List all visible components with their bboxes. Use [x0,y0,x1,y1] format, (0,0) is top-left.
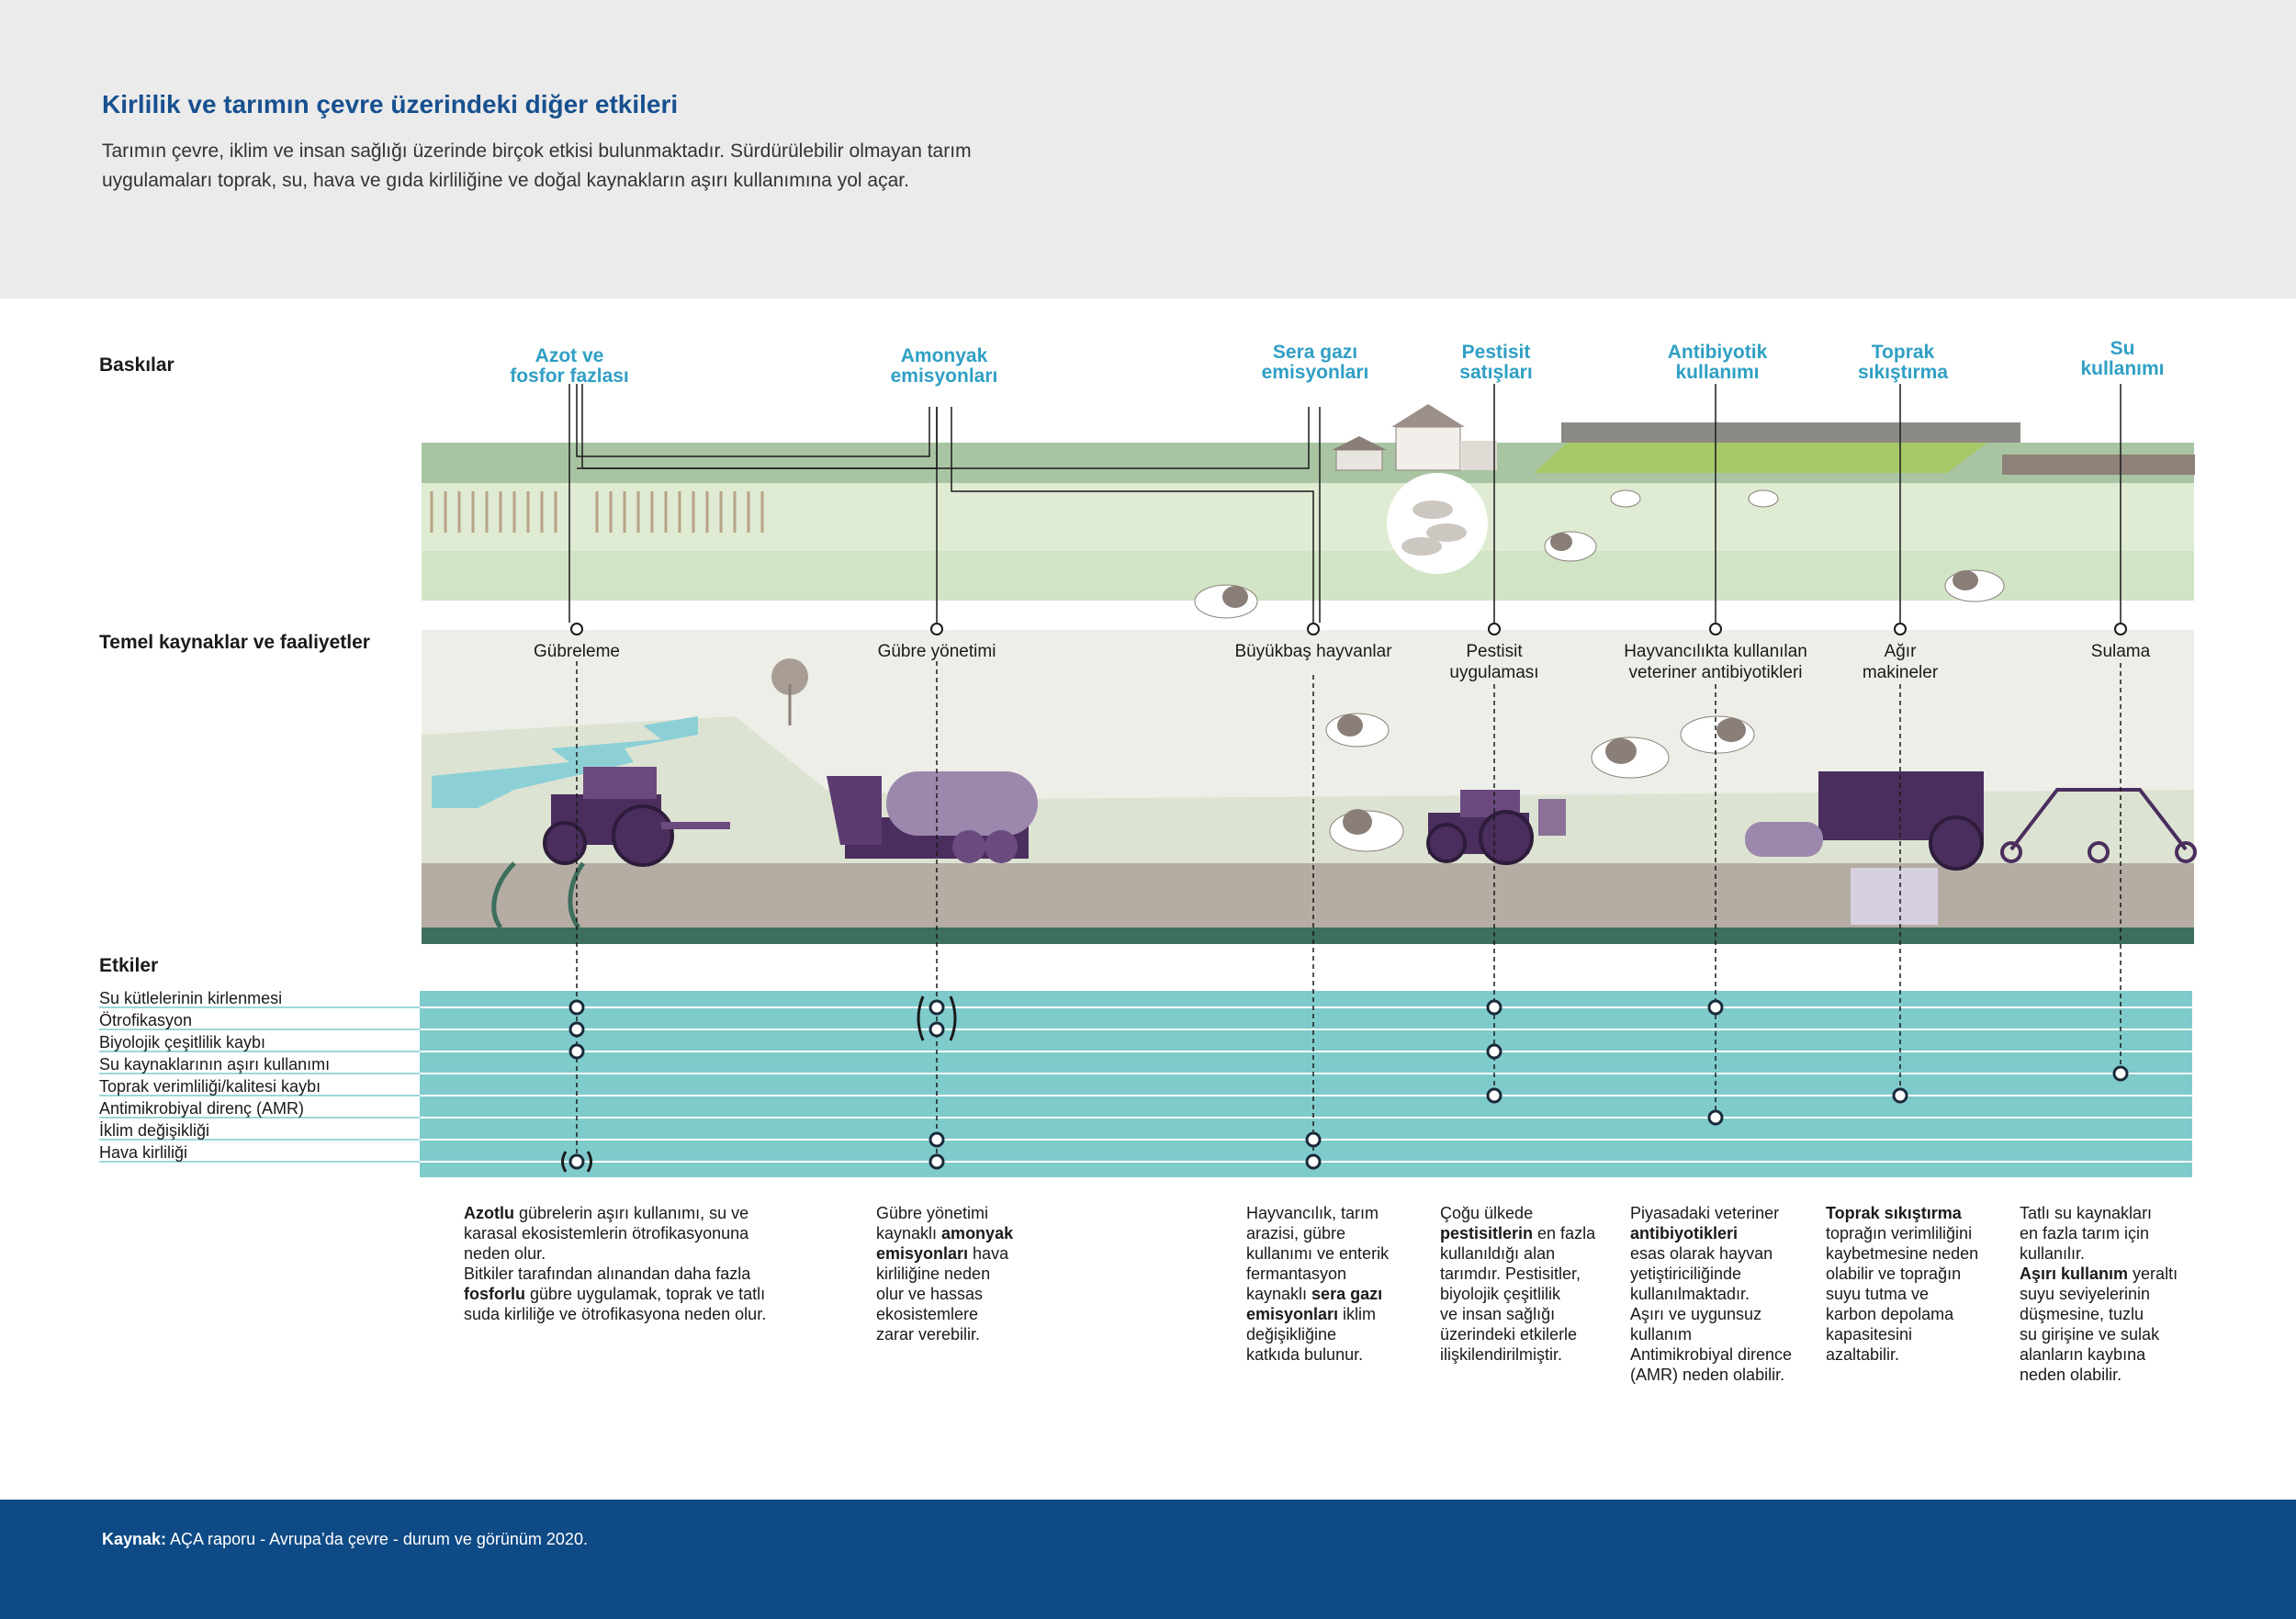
section-pressures: Baskılar [99,354,174,376]
description-water-use: Tatlı su kaynakları en fazla tarım için … [2020,1204,2178,1384]
grazing-cows-top [1194,489,2005,619]
activity-veterinary-antibiotics: Hayvancılıkta kullanılan veteriner antib… [1596,641,1835,683]
wheat-crops [430,491,764,533]
activity-fertilization: Gübreleme [457,641,696,662]
groundwater-layer [422,928,2194,944]
activity-line1: Hayvancılıkta kullanılan [1624,642,1807,661]
compacted-soil [1851,868,1938,925]
activity-line2: uygulaması [1449,663,1539,682]
river [432,716,698,808]
footer-bar [0,1500,2296,1619]
activity-line1: Gübre yönetimi [877,642,996,661]
pressure-line1: Toprak [1871,342,1935,363]
activity-line1: Pestisit [1466,642,1523,661]
pressure-ammonia: Amonyak emisyonları [852,346,1036,387]
pressure-soil-compaction: Toprak sıkıştırma [1811,343,1995,383]
activity-line1: Sulama [2090,642,2151,661]
runoff-pipe-2 [568,861,586,929]
activity-heavy-machinery: Ağır makineler [1781,641,2020,683]
description-ghg: Hayvancılık, tarım arazisi, gübre kullan… [1246,1204,1390,1364]
page-title: Kirlilik ve tarımın çevre üzerindeki diğ… [102,90,679,118]
effect-water-pollution: Su kütlelerinin kirlenmesi [99,989,283,1007]
pressure-line2: fosfor fazlası [510,365,629,387]
runoff-pipe [491,861,516,929]
activity-pesticide-application: Pestisit uygulaması [1375,641,1614,683]
effect-soil-quality-loss: Toprak verimliliği/kalitesi kaybı [99,1077,321,1096]
activity-line2: makineler [1862,663,1939,682]
activity-line1: Gübreleme [534,642,620,661]
pressure-line2: satışları [1459,362,1533,383]
effect-amr: Antimikrobiyal direnç (AMR) [99,1099,305,1118]
tractor-spraying [1426,790,1566,865]
tree [771,658,808,695]
intro-line-1: Tarımın çevre, iklim ve insan sağlığı üz… [102,141,972,162]
pressure-line1: Azot ve [535,345,604,366]
activity-line1: Ağır [1884,642,1917,661]
section-effects: Etkiler [99,955,159,976]
farm-buildings [1332,404,1497,471]
description-ammonia: Gübre yönetimi kaynaklı amonyak emisyonl… [876,1204,1014,1344]
pressure-water-use: Su kullanımı [2031,339,2214,379]
distant-houses [1561,422,2020,443]
plowed-field [2002,455,2195,475]
description-soil-compaction: Toprak sıkıştırma toprağın verimliliğini… [1826,1204,1979,1364]
tractor-fertilizing [543,767,730,867]
effect-water-overuse: Su kaynaklarının aşırı kullanımı [99,1055,331,1074]
irrigation-pivot [2000,788,2197,863]
source-citation: Kaynak: AÇA raporu - Avrupa’da çevre - d… [102,1530,588,1549]
field-dots [422,551,2194,601]
effect-biodiversity-loss: Biyolojik çeşitlilik kaybı [99,1033,266,1051]
pressure-line1: Su [2110,338,2135,359]
combine-harvester [1745,771,1984,925]
effect-eutrophication: Ötrofikasyon [99,1011,193,1029]
description-nitrogen: Azotlu gübrelerin aşırı kullanımı, su ve… [464,1204,767,1323]
pigs [1401,500,1467,556]
effect-climate-change: İklim değişikliği [99,1121,210,1140]
pressure-nitrogen-phosphorus: Azot ve fosfor fazlası [478,346,661,387]
effect-air-pollution: Hava kirliliği [99,1143,188,1162]
pressure-line1: Antibiyotik [1667,342,1768,363]
pressure-line1: Amonyak [900,345,988,366]
description-antibiotics: Piyasadaki veteriner antibiyotikleri esa… [1630,1204,1793,1384]
pressure-line1: Sera gazı [1272,342,1358,363]
effects-band [420,991,2192,1177]
source-label: Kaynak: [102,1530,167,1548]
cows-barn-area [1325,713,1755,852]
source-text: AÇA raporu - Avrupa’da çevre - durum ve … [166,1530,588,1548]
indirect-effect-brackets [561,995,957,1173]
pig-pen-circle [1387,473,1488,574]
activity-irrigation: Sulama [2001,641,2240,662]
header-panel [0,0,2296,298]
pressure-line2: emisyonları [890,365,998,387]
pressure-line2: emisyonları [1261,362,1369,383]
pressure-ghg: Sera gazı emisyonları [1223,343,1407,383]
activity-manure-management: Gübre yönetimi [817,641,1056,662]
pressure-line2: kullanımı [1675,362,1760,383]
activity-line2: veteriner antibiyotikleri [1628,663,1803,682]
section-activities: Temel kaynaklar ve faaliyetler [99,632,370,653]
pressure-line1: Pestisit [1461,342,1531,363]
effects-label-underlines [99,1006,420,1163]
pressure-pesticide-sales: Pestisit satışları [1404,343,1588,383]
pressure-connectors [568,384,2122,623]
description-pesticides: Çoğu ülkede pestisitlerin en fazla kulla… [1440,1204,1596,1364]
effect-markers [568,999,2129,1170]
activity-line1: Büyükbaş hayvanlar [1234,642,1392,661]
pressure-line2: sıkıştırma [1857,362,1949,383]
pressure-line2: kullanımı [2080,358,2165,379]
activity-nodes [570,623,2127,635]
pressure-antibiotics: Antibiyotik kullanımı [1626,343,1809,383]
activity-livestock: Büyükbaş hayvanlar [1194,641,1433,662]
intro-line-2: uygulamaları toprak, su, hava ve gıda ki… [102,170,909,191]
activity-to-effect-lines [576,661,2122,1162]
manure-spreader [827,771,1038,863]
